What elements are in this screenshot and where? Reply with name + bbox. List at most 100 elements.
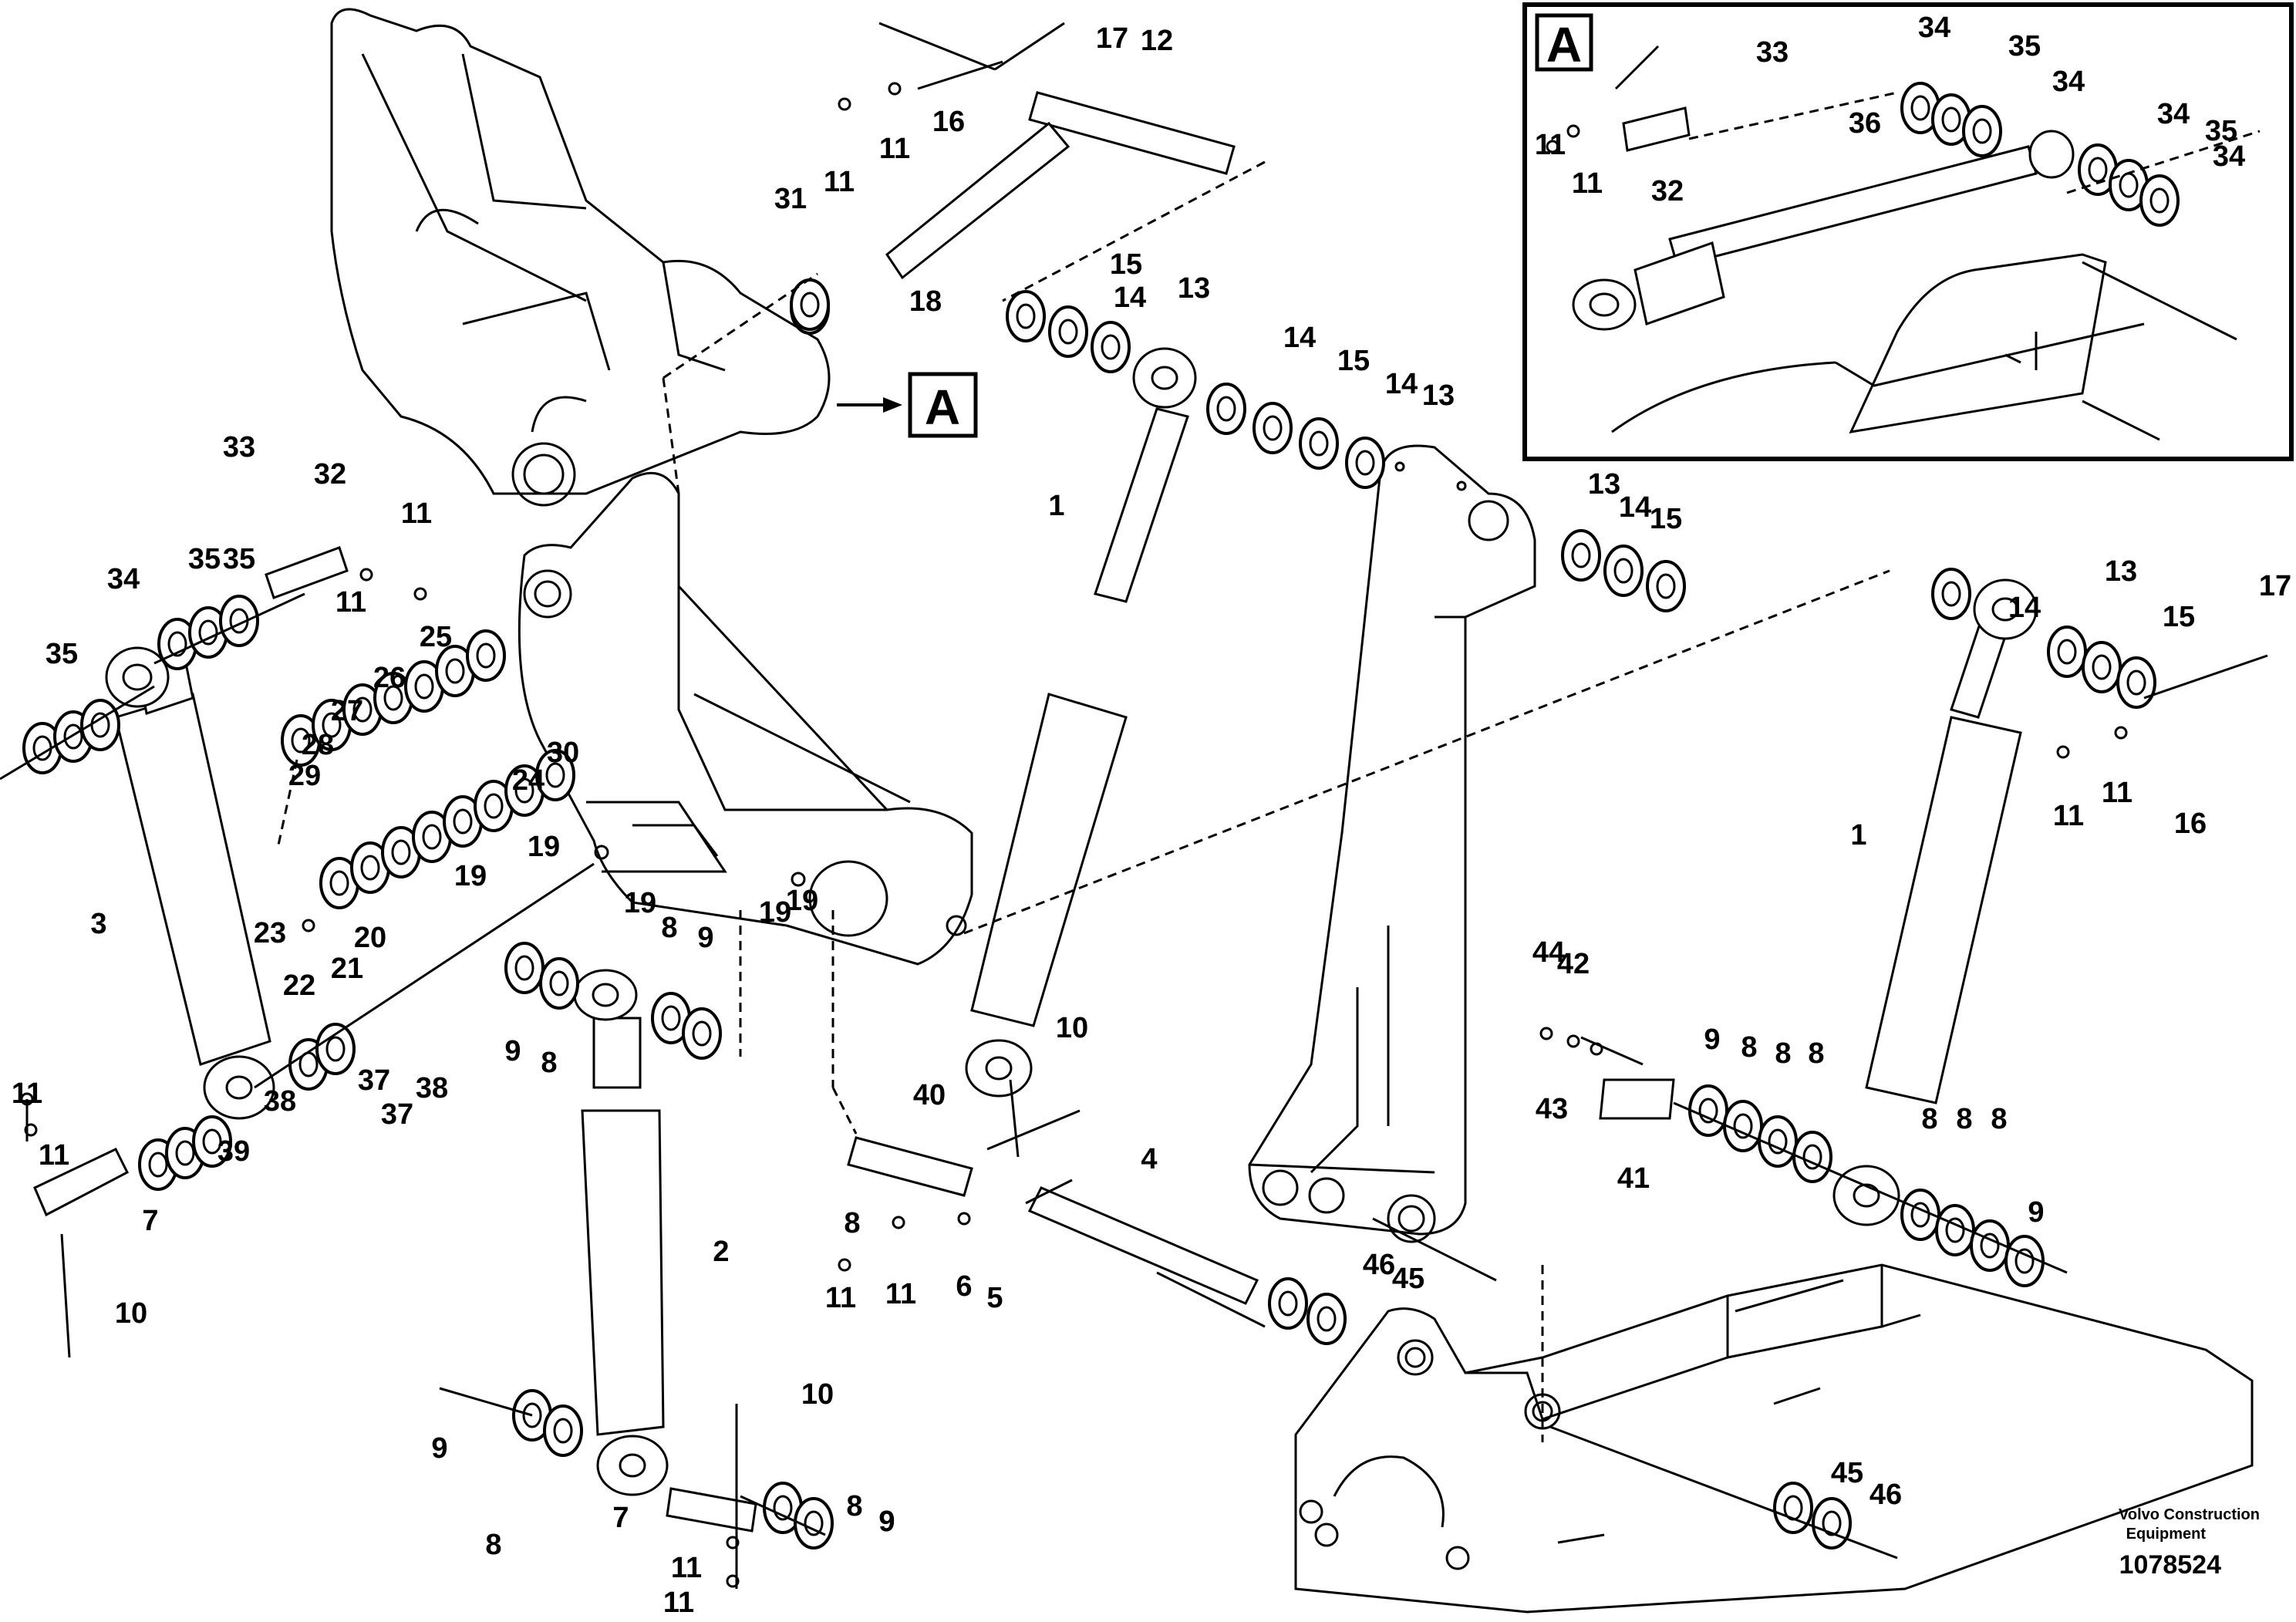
callout-32: 32 bbox=[1651, 175, 1684, 207]
callout-44: 44 bbox=[1532, 936, 1565, 969]
callout-7: 7 bbox=[142, 1205, 158, 1237]
callout-34: 34 bbox=[107, 563, 140, 595]
callout-11: 11 bbox=[2053, 800, 2084, 832]
boom-lower-section bbox=[518, 471, 973, 966]
callout-8: 8 bbox=[1956, 1103, 1972, 1135]
callout-27: 27 bbox=[331, 695, 363, 727]
callout-17: 17 bbox=[2259, 570, 2291, 602]
callout-37: 37 bbox=[381, 1098, 413, 1131]
callout-13: 13 bbox=[1178, 272, 1210, 305]
callout-14: 14 bbox=[1283, 322, 1316, 354]
callout-25: 25 bbox=[420, 621, 452, 653]
callout-6: 6 bbox=[956, 1270, 972, 1303]
callout-19: 19 bbox=[786, 885, 818, 917]
callout-11: 11 bbox=[2102, 777, 2132, 809]
callout-16: 16 bbox=[932, 106, 965, 138]
callout-10: 10 bbox=[801, 1378, 834, 1411]
base-frame bbox=[1294, 1263, 2254, 1614]
callout-37: 37 bbox=[358, 1064, 390, 1097]
callout-10: 10 bbox=[115, 1297, 147, 1330]
callout-40: 40 bbox=[913, 1079, 946, 1111]
callout-8: 8 bbox=[1808, 1037, 1824, 1070]
callout-29: 29 bbox=[288, 760, 321, 792]
callout-38: 38 bbox=[416, 1072, 448, 1104]
callout-13: 13 bbox=[2105, 555, 2137, 588]
credit-block: Volvo Construction Equipment 1078524 bbox=[2119, 1506, 2260, 1580]
callout-15: 15 bbox=[1650, 503, 1682, 535]
callout-4: 4 bbox=[1141, 1143, 1157, 1175]
callout-35: 35 bbox=[2205, 115, 2237, 147]
credit-line-2: Equipment bbox=[2126, 1526, 2207, 1543]
callout-8: 8 bbox=[485, 1529, 501, 1561]
callout-35: 35 bbox=[223, 543, 255, 575]
callout-3: 3 bbox=[90, 908, 106, 940]
callout-35: 35 bbox=[46, 638, 78, 670]
callout-21: 21 bbox=[331, 953, 363, 985]
callout-20: 20 bbox=[354, 922, 386, 954]
callout-38: 38 bbox=[264, 1085, 296, 1118]
callout-8: 8 bbox=[1991, 1103, 2007, 1135]
callout-26: 26 bbox=[373, 662, 406, 694]
pins bbox=[33, 91, 1675, 1533]
callout-33: 33 bbox=[223, 431, 255, 464]
callout-15: 15 bbox=[1110, 248, 1142, 281]
boom-structure bbox=[330, 8, 831, 507]
callout-11: 11 bbox=[824, 166, 855, 198]
callout-8: 8 bbox=[1775, 1037, 1791, 1070]
callout-8: 8 bbox=[846, 1490, 862, 1523]
callout-32: 32 bbox=[314, 458, 346, 491]
callout-15: 15 bbox=[2163, 601, 2195, 633]
detail-a-panel: A bbox=[1522, 2, 2294, 461]
callout-45: 45 bbox=[1392, 1263, 1424, 1295]
callout-33: 33 bbox=[1756, 36, 1789, 69]
callout-14: 14 bbox=[2008, 592, 2041, 624]
callout-19: 19 bbox=[454, 860, 487, 892]
callout-2: 2 bbox=[713, 1236, 729, 1268]
callout-10: 10 bbox=[1056, 1012, 1088, 1044]
callout-34: 34 bbox=[2157, 98, 2190, 130]
callout-28: 28 bbox=[302, 729, 334, 761]
callout-35: 35 bbox=[188, 543, 221, 575]
callout-23: 23 bbox=[254, 917, 286, 949]
callout-8: 8 bbox=[844, 1207, 860, 1239]
callout-1: 1 bbox=[1048, 490, 1064, 522]
callout-24: 24 bbox=[512, 764, 544, 797]
callout-14: 14 bbox=[1385, 368, 1418, 400]
callout-18: 18 bbox=[909, 285, 942, 318]
callout-42: 42 bbox=[1557, 948, 1590, 980]
callout-11: 11 bbox=[39, 1139, 69, 1172]
callout-9: 9 bbox=[697, 922, 713, 954]
callout-35: 35 bbox=[2008, 30, 2041, 62]
callout-46: 46 bbox=[1870, 1479, 1902, 1511]
assembly-lines bbox=[0, 22, 2268, 1589]
part-number: 1078524 bbox=[2119, 1550, 2221, 1580]
callout-11: 11 bbox=[1535, 129, 1566, 161]
callout-7: 7 bbox=[612, 1502, 629, 1534]
detail-a-label: A bbox=[1546, 17, 1582, 73]
callout-43: 43 bbox=[1536, 1093, 1568, 1125]
callout-16: 16 bbox=[2174, 808, 2207, 840]
hydraulic-cylinder-1-left bbox=[965, 347, 1197, 1098]
callout-11: 11 bbox=[879, 133, 910, 165]
callout-34: 34 bbox=[2213, 140, 2245, 173]
callout-11: 11 bbox=[671, 1552, 702, 1584]
callout-11: 11 bbox=[401, 497, 432, 530]
callout-31: 31 bbox=[774, 183, 807, 215]
callout-8: 8 bbox=[1921, 1103, 1937, 1135]
callout-30: 30 bbox=[547, 737, 579, 769]
callout-45: 45 bbox=[1831, 1457, 1863, 1489]
callout-13: 13 bbox=[1588, 468, 1620, 501]
callout-9: 9 bbox=[431, 1432, 447, 1465]
callout-9: 9 bbox=[878, 1506, 895, 1538]
callout-9: 9 bbox=[878, 1506, 895, 1538]
callout-8: 8 bbox=[541, 1047, 557, 1079]
callout-19: 19 bbox=[624, 887, 656, 919]
callout-34: 34 bbox=[2052, 66, 2085, 98]
callout-9: 9 bbox=[2028, 1196, 2044, 1229]
hydraulic-cylinder-1-right bbox=[1832, 578, 2038, 1226]
callout-19: 19 bbox=[528, 831, 560, 863]
callout-5: 5 bbox=[986, 1282, 1003, 1314]
callout-8: 8 bbox=[1741, 1031, 1757, 1064]
arm-structure bbox=[1248, 444, 1536, 1243]
